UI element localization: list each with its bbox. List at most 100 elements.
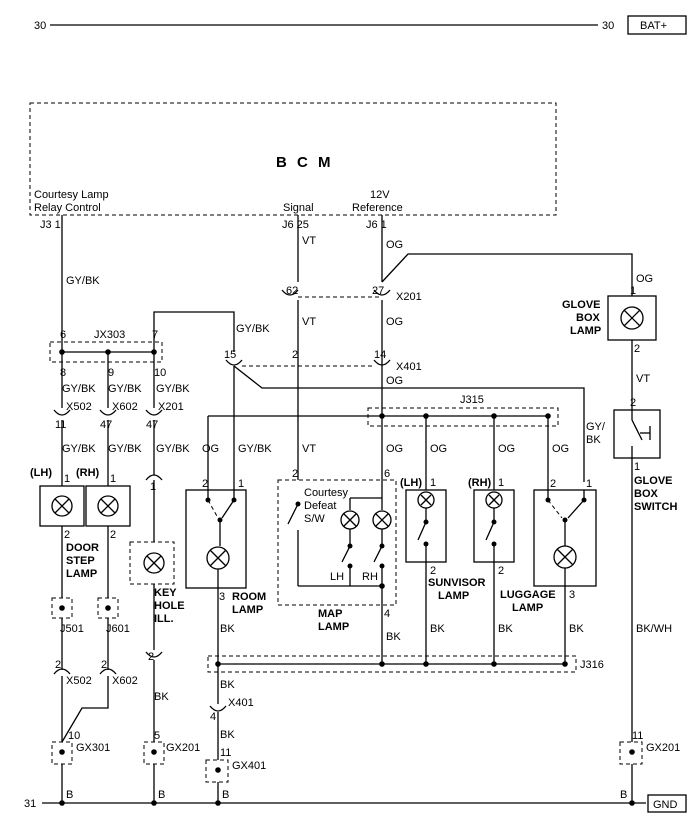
wire-label-gybk-h: GY/BK xyxy=(156,443,190,455)
bcm-pin-ref: J6 1 xyxy=(366,219,387,231)
gnd-box xyxy=(647,794,687,813)
wire-to-luggage xyxy=(233,365,585,482)
door-lh-bulb-icon xyxy=(51,495,73,517)
top-rail-number-right: 30 xyxy=(602,20,614,32)
wire-label-vt-c: VT xyxy=(302,443,316,455)
j601-label: J601 xyxy=(106,623,130,635)
bcm-ref-line1: 12V xyxy=(370,189,390,201)
j316-node-svr xyxy=(491,661,497,667)
gx401-node xyxy=(215,767,221,773)
j316-node-room xyxy=(215,661,221,667)
wire-label-og-map: OG xyxy=(386,443,403,455)
wire-label-gybk-d: GY/BK xyxy=(108,383,142,395)
j316-node-lug xyxy=(562,661,568,667)
courtesy-sw-1: Courtesy xyxy=(304,487,349,499)
wire-label-vt-a: VT xyxy=(302,235,316,247)
keyhole-pin1: 1 xyxy=(150,481,156,493)
luggage-pin1: 1 xyxy=(586,478,592,490)
map-rh-switch-icon xyxy=(373,529,385,586)
wire-label-bkwh: BK/WH xyxy=(636,623,672,635)
glove-sw-pin2: 2 xyxy=(630,397,636,409)
door-lh-pin1: 1 xyxy=(64,473,70,485)
wire-label-gybk-b: GY/BK xyxy=(236,323,270,335)
wire-label-og-glove: OG xyxy=(636,273,653,285)
wire-label-og-a: OG xyxy=(386,239,403,251)
gx201-right-pin: 11 xyxy=(632,730,643,742)
wire-label-og-room: OG xyxy=(202,443,219,455)
x401-pin-2: 2 xyxy=(292,349,298,361)
keyhole-connector-upper xyxy=(145,474,163,481)
top-rail-number: 30 xyxy=(34,20,46,32)
gx201-ground-right xyxy=(619,741,643,765)
wire-label-gy: GY/ xyxy=(586,421,606,433)
gx301-pin: 10 xyxy=(68,730,80,742)
wire-label-b-b: B xyxy=(158,789,165,801)
bat-plus-label: BAT+ xyxy=(640,20,667,32)
gx201-left-pin: 5 xyxy=(154,730,160,742)
j316-node-map xyxy=(379,661,385,667)
gx201-left-node xyxy=(151,749,157,755)
map-lamp xyxy=(277,479,397,606)
x602-pin2-lower: 2 xyxy=(101,659,107,671)
bcm-module xyxy=(29,102,557,216)
wire-label-og-svr: OG xyxy=(498,443,515,455)
sunvisor-lh-label: (LH) xyxy=(400,477,422,489)
sunvisor-lh-bulb-icon xyxy=(417,491,435,562)
x401-cup-lower xyxy=(209,705,227,712)
map-rh-label: RH xyxy=(362,571,378,583)
door-rh-bulb-icon xyxy=(97,495,119,517)
x401-pin-14: 14 xyxy=(374,349,386,361)
wire-label-og-c: OG xyxy=(386,375,403,387)
wire-label-bk-room: BK xyxy=(220,623,235,635)
map-pin4: 4 xyxy=(384,608,390,620)
glove-sw-name-3: SWITCH xyxy=(634,501,677,513)
wire-label-bk-bus: BK xyxy=(220,679,235,691)
room-pin2: 2 xyxy=(202,478,208,490)
wire-label-bk-lug: BK xyxy=(569,623,584,635)
glove-lamp-name-2: BOX xyxy=(576,312,601,324)
j316-node-svl xyxy=(423,661,429,667)
x401-pin-15: 15 xyxy=(224,349,236,361)
wire-label-b-c: B xyxy=(222,789,229,801)
x401-label-lower: X401 xyxy=(228,697,254,709)
x401-cup-15 xyxy=(225,359,243,366)
gx201-right-node xyxy=(629,749,635,755)
x502-pin-11: 11 xyxy=(55,419,66,431)
map-lh-label: LH xyxy=(330,571,344,583)
gx301-label: GX301 xyxy=(76,742,110,754)
bottom-rail-number: 31 xyxy=(24,798,36,810)
x502-label-lower: X502 xyxy=(66,675,92,687)
bcm-title: B C M xyxy=(276,154,334,171)
wire-ref-to-glovebox xyxy=(381,253,633,296)
wire-label-gybk-f: GY/BK xyxy=(62,443,96,455)
map-lh-bulb-icon xyxy=(340,510,360,530)
gx301-node xyxy=(59,749,65,755)
luggage-switch-icon xyxy=(545,490,587,546)
x602-cup-lower xyxy=(99,668,117,675)
x201-pin-47: 47 xyxy=(146,419,158,431)
gnd-label: GND xyxy=(653,799,678,811)
x502-cup-upper xyxy=(53,409,71,416)
sunvisor-name-1: SUNVISOR xyxy=(428,577,486,589)
map-name-1: MAP xyxy=(318,608,342,620)
j316-splice xyxy=(207,655,577,673)
bcm-courtesy-line2: Relay Control xyxy=(34,202,101,214)
gx401-pin: 11 xyxy=(220,747,231,759)
wire-label-og-b: OG xyxy=(386,316,403,328)
wire-label-vt-b: VT xyxy=(302,316,316,328)
j316-label: J316 xyxy=(580,659,604,671)
wire-label-bk-gx401: BK xyxy=(220,729,235,741)
wire-label-bk2: BK xyxy=(586,434,601,446)
glove-lamp-pin1: 1 xyxy=(630,285,636,297)
bcm-ref-line2: Reference xyxy=(352,202,403,214)
sunvisor-name-2: LAMP xyxy=(438,590,469,602)
gnd-node-c xyxy=(215,800,221,806)
x602-label-upper: X602 xyxy=(112,401,138,413)
sunvisor-rh-bulb-icon xyxy=(485,491,503,562)
sunvisor-rh-pin2: 2 xyxy=(498,565,504,577)
x602-cup-upper xyxy=(99,409,117,416)
map-pin6: 6 xyxy=(384,468,390,480)
door-lh-label: (LH) xyxy=(30,467,52,479)
wire-jx303-to-room xyxy=(153,311,235,352)
x602-label-lower: X602 xyxy=(112,675,138,687)
